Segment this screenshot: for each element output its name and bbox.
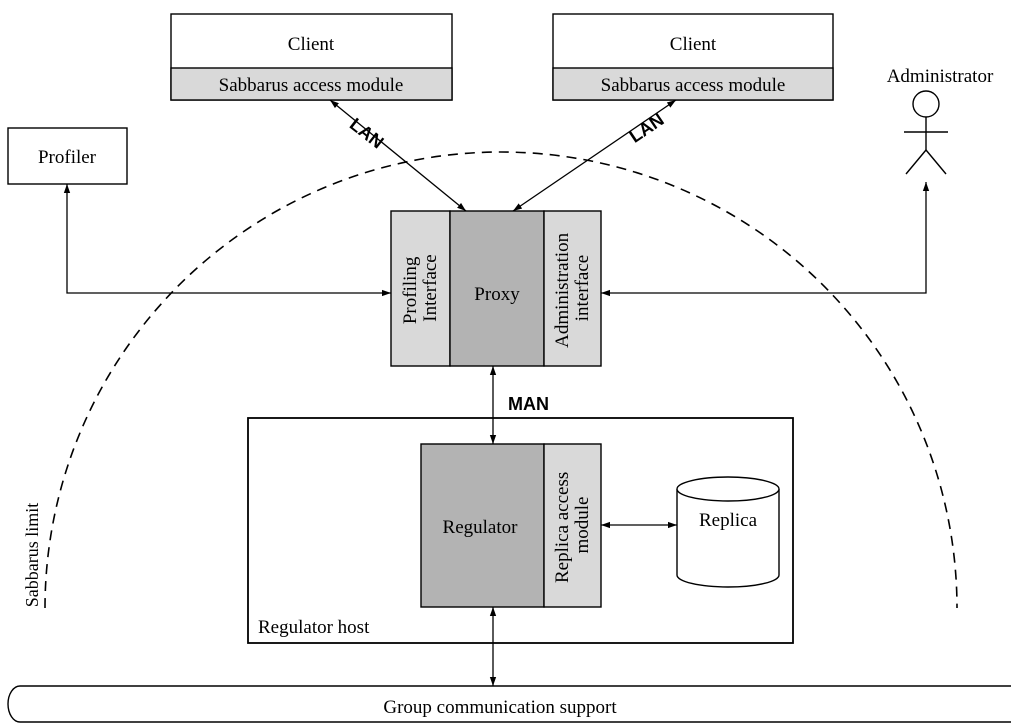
lan-left-label: LAN [346, 114, 387, 153]
client-right: Client Sabbarus access module [552, 13, 834, 101]
man-label: MAN [508, 394, 549, 414]
lan-left-connection [329, 99, 467, 212]
replica-label: Replica [699, 510, 758, 531]
client-right-access-module [552, 67, 834, 101]
regulator-label: Regulator [443, 517, 519, 538]
profiling-interface-line-1: Profiling [400, 256, 421, 324]
administration-interface-line-1: Administration [552, 232, 573, 348]
replica-access-module-label: Replica access module [552, 467, 593, 583]
sabbarus-limit-label: Sabbarus limit [22, 503, 42, 608]
regulator-host-label: Regulator host [258, 617, 370, 638]
profiling-interface-line-2: Interface [420, 254, 441, 322]
regulator-box [420, 443, 545, 608]
administration-interface-line-2: interface [572, 255, 593, 321]
regulator-host: Regulator host Regulator Replica access … [247, 417, 794, 644]
sabbarus-limit-arc [44, 151, 958, 609]
regulator-host-box [247, 417, 794, 644]
profiler-box [7, 127, 128, 185]
replica-database-icon [676, 476, 780, 588]
administrator-label: Administrator [887, 66, 994, 87]
proxy-label: Proxy [474, 284, 520, 305]
lan-right-connection [512, 99, 677, 212]
proxy-block: Profiling Interface Proxy Administration… [390, 210, 602, 367]
group-communication-label: Group communication support [383, 697, 617, 718]
administrator-icon [904, 90, 948, 175]
group-communication-bar [7, 685, 1011, 723]
replica-access-module-line-2: module [572, 497, 593, 554]
client-left-module-label: Sabbarus access module [219, 75, 404, 96]
client-left-title: Client [288, 34, 335, 55]
proxy-box [449, 210, 545, 367]
lan-right-label: LAN [626, 109, 668, 146]
client-left: Client Sabbarus access module [170, 13, 453, 101]
replica-access-module-box [543, 443, 602, 608]
administration-interface-label: Administration interface [552, 228, 593, 348]
client-right-title: Client [670, 34, 717, 55]
profiler-label: Profiler [38, 147, 97, 168]
profiler-connection [63, 184, 391, 297]
replica-access-module-line-1: Replica access [552, 472, 573, 583]
client-right-module-label: Sabbarus access module [601, 75, 786, 96]
client-left-access-module [170, 67, 453, 101]
administrator-connection [601, 182, 930, 297]
profiling-interface-label: Profiling Interface [400, 252, 441, 324]
profiling-interface-box [390, 210, 451, 367]
